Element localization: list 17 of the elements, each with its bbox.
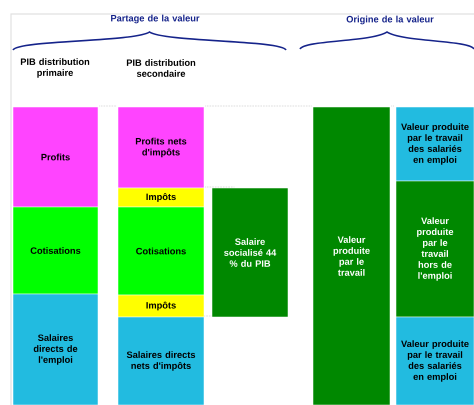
tax-box: Impôts [118,188,204,208]
value-box: Valeur produite par le travail [312,106,390,405]
column-heading: PIB distribution secondaire [126,59,196,77]
value-box: Valeur produite par le travail des salariés en emploi [396,106,474,182]
contribution-box: Cotisations [12,206,98,294]
heading: Partage de la valeur [111,14,200,24]
profit-box: Profits nets d'impôts [118,106,204,188]
wage-box: Salaires directs nets d'impôts [118,316,204,405]
value-box: Valeur produite par le travail hors de l'emploi [396,180,474,318]
heading: Origine de la valeur [346,16,434,24]
socialized-wage-box: Salaire socialisé 44 % du PIB [212,188,288,318]
value-box: Valeur produite par le travail des salariés en emploi [396,316,474,405]
profit-box: Profits [12,106,98,208]
column-heading: PIB distribution primaire [20,58,90,78]
wage-box: Salaires directs de l'emploi [12,294,98,405]
contribution-box: Cotisations [118,206,204,296]
tax-box: Impôts [118,294,204,318]
